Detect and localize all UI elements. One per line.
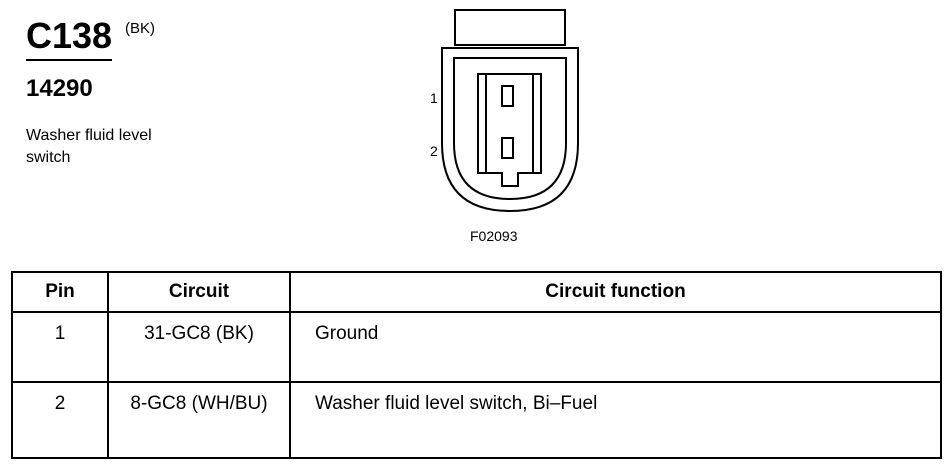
component-description: Washer fluid level switch — [26, 127, 152, 166]
connector-outer-shell — [441, 47, 579, 213]
part-number: 14290 — [26, 75, 93, 102]
pin-label-1: 1 — [430, 90, 438, 106]
color-code: (BK) — [125, 20, 155, 37]
column-header-circuit: Circuit — [107, 271, 291, 313]
table-header-row: Pin Circuit Circuit function — [11, 271, 942, 313]
circuit-cell: 31-GC8 (BK) — [107, 311, 291, 383]
pin-2-terminal — [501, 137, 514, 159]
figure-code: F02093 — [470, 228, 518, 244]
pin-label-2: 2 — [430, 143, 438, 159]
pin-1-terminal — [501, 85, 514, 107]
connector-latch — [454, 9, 566, 46]
title-divider — [26, 59, 112, 61]
table-row: 2 8-GC8 (WH/BU) Washer fluid level switc… — [11, 381, 942, 459]
connector-inner-shell — [453, 57, 567, 201]
column-header-pin: Pin — [11, 271, 109, 313]
terminal-housing — [477, 73, 542, 187]
column-header-circuit-function: Circuit function — [289, 271, 942, 313]
circuit-cell: 8-GC8 (WH/BU) — [107, 381, 291, 459]
pin-table: Pin Circuit Circuit function 1 31-GC8 (B… — [11, 271, 942, 459]
pin-cell: 1 — [11, 311, 109, 383]
table-row: 1 31-GC8 (BK) Ground — [11, 311, 942, 383]
connector-id: C138 — [26, 15, 113, 56]
pin-cell: 2 — [11, 381, 109, 459]
circuit-function-cell: Ground — [289, 311, 942, 383]
circuit-function-cell: Washer fluid level switch, Bi–Fuel — [289, 381, 942, 459]
